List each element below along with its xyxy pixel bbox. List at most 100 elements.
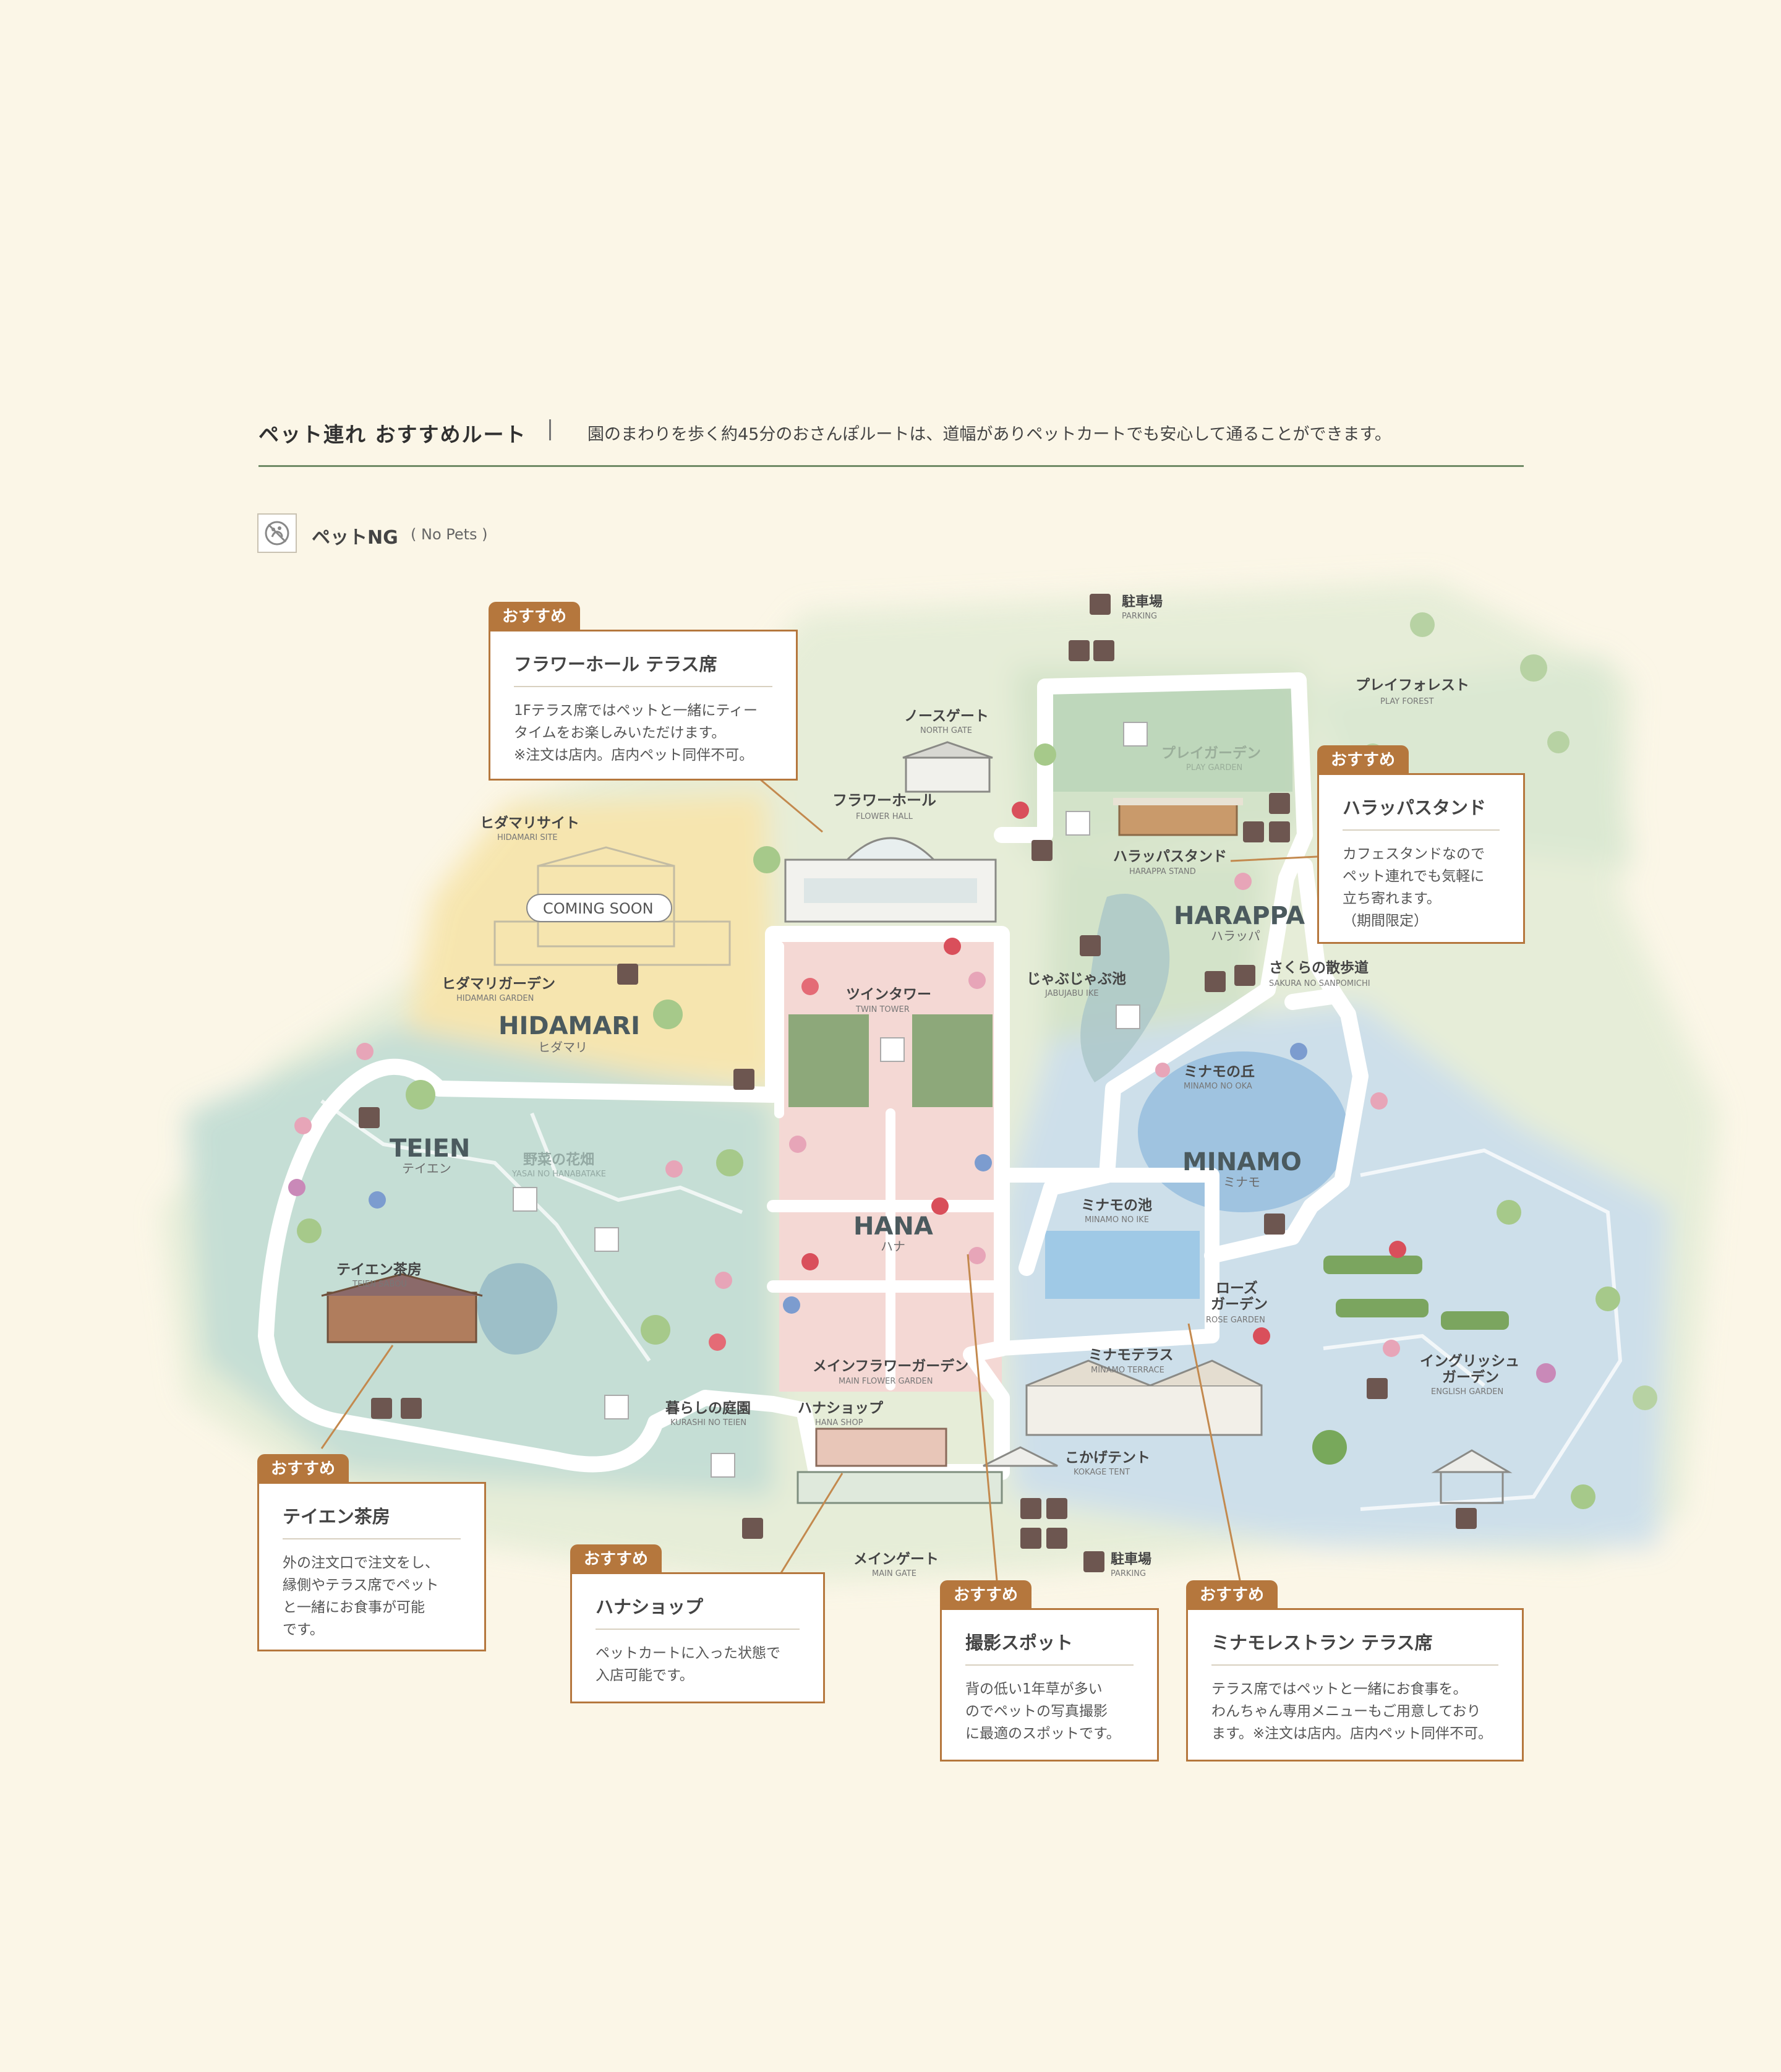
cafe-icon bbox=[617, 964, 638, 985]
rec-harappa-stand: おすすめ ハラッパスタンド カフェスタンドなので ペット連れでも気軽に 立ち寄れ… bbox=[1317, 745, 1525, 944]
hana-shop-label: ハナショップ bbox=[798, 1400, 884, 1416]
rose-garden-label-2: ガーデン bbox=[1211, 1296, 1268, 1312]
english-garden-label-2: ガーデン bbox=[1442, 1369, 1499, 1385]
minamo-oka-en: MINAMO NO OKA bbox=[1184, 1082, 1252, 1091]
play-forest-label: プレイフォレスト bbox=[1356, 677, 1469, 693]
zone-labels: HIDAMARI ヒダマリ TEIEN テイエン HANA ハナ HARAPPA… bbox=[390, 902, 1305, 1254]
teien-pond bbox=[477, 1263, 558, 1355]
twin-tower-structure bbox=[788, 1014, 993, 1107]
smoking-icon bbox=[371, 1398, 392, 1419]
harappa-stand-building bbox=[1113, 798, 1243, 836]
minamo-terrace-building bbox=[1025, 1359, 1263, 1436]
shop-icon bbox=[1205, 971, 1226, 992]
shop-icon bbox=[1269, 793, 1290, 814]
rec-tag: おすすめ bbox=[1317, 745, 1409, 775]
sakura-en: SAKURA NO SANPOMICHI bbox=[1269, 979, 1370, 988]
shop-icon bbox=[1020, 1528, 1041, 1549]
no-pets-icon bbox=[513, 1187, 537, 1212]
flower-hall-building bbox=[784, 837, 997, 923]
coming-soon-badge bbox=[526, 894, 672, 922]
teien-sabou-building bbox=[321, 1273, 483, 1343]
restroom-icon bbox=[1020, 1498, 1041, 1519]
no-pets-icon bbox=[1116, 1004, 1140, 1029]
no-pets-icon bbox=[880, 1037, 905, 1062]
route-header: ペット連れ おすすめルート 園のまわりを歩く約45分のおさんぽルートは、道幅があ… bbox=[258, 418, 1524, 467]
wheelchair-icon bbox=[1046, 1498, 1067, 1519]
facility-icons bbox=[359, 594, 1477, 1572]
parking-south-label: 駐車場 bbox=[1111, 1551, 1151, 1567]
main-gate-en: MAIN GATE bbox=[872, 1569, 916, 1578]
rec-tag: おすすめ bbox=[570, 1544, 662, 1574]
smoking-icon bbox=[1046, 1528, 1067, 1549]
zone-teien-kana: テイエン bbox=[402, 1161, 451, 1176]
zone-minamo: MINAMO bbox=[1182, 1148, 1302, 1176]
rec-tag: おすすめ bbox=[489, 602, 581, 631]
rec-title: ミナモレストラン テラス席 bbox=[1211, 1629, 1498, 1666]
rec-body: ペットカートに入った状態で 入店可能です。 bbox=[596, 1645, 780, 1684]
flower-hall-label: フラワーホール bbox=[832, 792, 936, 809]
sakura-label: さくらの散歩道 bbox=[1269, 959, 1369, 976]
trees bbox=[297, 612, 1657, 1509]
rec-body: テラス席ではペットと一緒にお食事を。 わんちゃん専用メニューもご用意しており ま… bbox=[1211, 1681, 1492, 1742]
no-pets-icon bbox=[604, 1395, 629, 1419]
shelter-icon bbox=[359, 1107, 380, 1128]
rec-tag: おすすめ bbox=[257, 1454, 349, 1484]
kurashi-en: KURASHI NO TEIEN bbox=[670, 1418, 746, 1428]
cafe-icon bbox=[1243, 821, 1264, 842]
callout-lines bbox=[320, 774, 1318, 1581]
hana-shop-building bbox=[797, 1428, 1003, 1504]
rec-teien-sabou: おすすめ テイエン茶房 外の注文口で注文をし、 縁側やテラス席でペット と一緒に… bbox=[257, 1454, 486, 1651]
minamo-terrace-label: ミナモテラス bbox=[1088, 1347, 1174, 1363]
parking-icon bbox=[1083, 1551, 1104, 1572]
zone-harappa: HARAPPA bbox=[1174, 902, 1305, 930]
teien-sabou-en: TEIEN SABOU bbox=[352, 1280, 407, 1289]
teien-sabou-label: テイエン茶房 bbox=[336, 1261, 422, 1278]
rec-tag: おすすめ bbox=[1186, 1580, 1278, 1610]
route-description: 園のまわりを歩く約45分のおさんぽルートは、道幅がありペットカートでも安心して通… bbox=[587, 425, 1391, 444]
gazebo bbox=[1431, 1449, 1513, 1504]
wheelchair-icon bbox=[1093, 640, 1114, 661]
kokage-tent-en: KOKAGE TENT bbox=[1074, 1468, 1130, 1477]
rec-photo-spot: おすすめ 撮影スポット 背の低い1年草が多い のでペットの写真撮影 に最適のスポ… bbox=[940, 1580, 1159, 1762]
restroom-icon bbox=[1069, 640, 1090, 661]
no-pets-icon bbox=[257, 513, 297, 553]
no-pets-icon bbox=[1123, 722, 1148, 747]
no-pets-icon bbox=[594, 1227, 619, 1252]
cafe-icon bbox=[1264, 1214, 1285, 1235]
rose-garden-en: ROSE GARDEN bbox=[1206, 1316, 1265, 1325]
minamo-terrace-en: MINAMO TERRACE bbox=[1091, 1366, 1164, 1375]
zone-teien: TEIEN bbox=[390, 1134, 470, 1163]
rec-title: テイエン茶房 bbox=[283, 1502, 461, 1539]
english-garden-hedges bbox=[1323, 1256, 1509, 1330]
restroom-icon bbox=[1234, 965, 1255, 986]
zone-hidamari: HIDAMARI bbox=[498, 1012, 640, 1040]
rec-body: 外の注文口で注文をし、 縁側やテラス席でペット と一緒にお食事が可能 です。 bbox=[283, 1555, 439, 1638]
zone-hana: HANA bbox=[853, 1212, 933, 1241]
twin-tower-label: ツインタワー bbox=[846, 987, 931, 1003]
rec-tag: おすすめ bbox=[940, 1580, 1032, 1610]
main-gate-label: メインゲート bbox=[853, 1551, 939, 1567]
north-gate-en: NORTH GATE bbox=[920, 726, 972, 735]
english-garden-label-1: イングリッシュ bbox=[1420, 1353, 1519, 1369]
jabujabu-en: JABUJABU IKE bbox=[1044, 989, 1099, 998]
rec-title: 撮影スポット bbox=[965, 1629, 1134, 1666]
main-flower-garden-en: MAIN FLOWER GARDEN bbox=[839, 1377, 933, 1386]
minamo-ike-en: MINAMO NO IKE bbox=[1085, 1215, 1149, 1225]
minamo-ike-label: ミナモの池 bbox=[1081, 1197, 1152, 1214]
north-gate-building bbox=[902, 741, 993, 793]
flowers bbox=[288, 802, 1556, 1383]
parking-north-label: 駐車場 bbox=[1122, 594, 1163, 610]
play-forest-en: PLAY FOREST bbox=[1380, 697, 1434, 706]
route-title: ペット連れ おすすめルート bbox=[258, 422, 527, 447]
zone-minamo-kana: ミナモ bbox=[1223, 1175, 1260, 1189]
drink-icon bbox=[1080, 935, 1101, 956]
rec-title: ハラッパスタンド bbox=[1343, 794, 1500, 831]
cafe-icon bbox=[733, 1069, 754, 1090]
kokage-tent bbox=[983, 1446, 1058, 1467]
flower-hall-en: FLOWER HALL bbox=[856, 812, 913, 821]
drink-icon bbox=[1031, 840, 1053, 861]
cafe-icon bbox=[1269, 821, 1290, 842]
rec-body: カフェスタンドなので ペット連れでも気軽に 立ち寄れます。 （期間限定） bbox=[1343, 846, 1485, 929]
rec-body: 背の低い1年草が多い のでペットの写真撮影 に最適のスポットです。 bbox=[965, 1681, 1121, 1742]
zone-hana-kana: ハナ bbox=[881, 1239, 905, 1254]
